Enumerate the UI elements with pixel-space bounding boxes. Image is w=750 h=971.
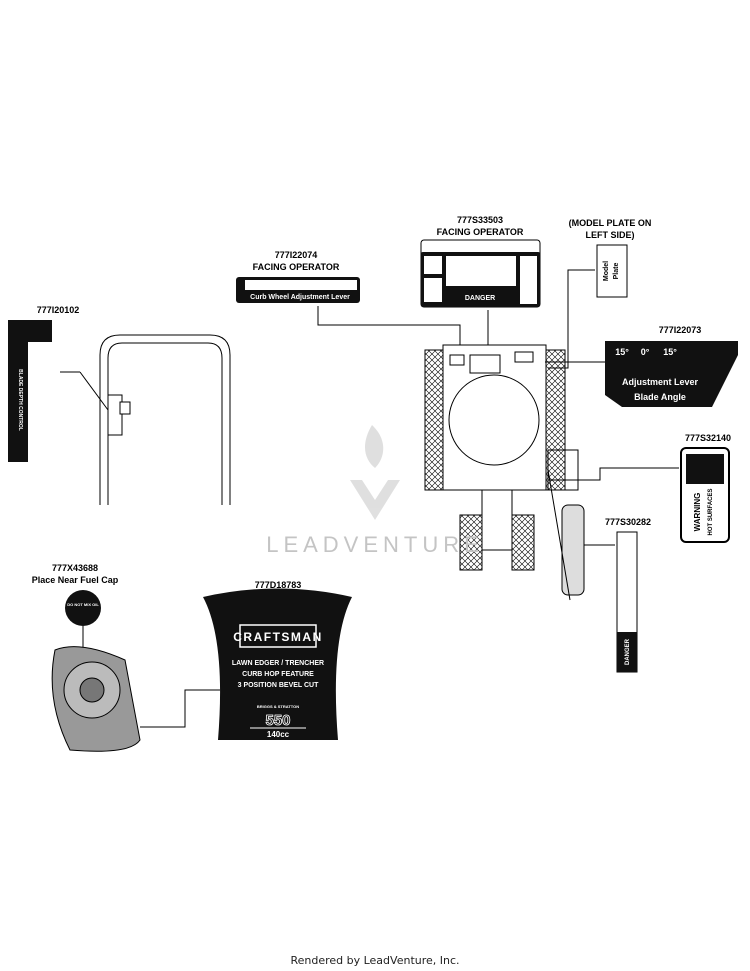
model-plate: Model Plate (596, 244, 628, 298)
svg-text:15°: 15° (615, 347, 629, 357)
svg-text:Blade Angle: Blade Angle (634, 392, 686, 402)
watermark-logo (350, 425, 400, 520)
svg-text:3 POSITION BEVEL CUT: 3 POSITION BEVEL CUT (238, 682, 319, 689)
part-label-depth-control[interactable]: 777I20102 (37, 305, 80, 315)
handle-drawing (99, 334, 231, 505)
side-danger-text: DANGER (625, 638, 631, 665)
svg-text:550: 550 (265, 712, 290, 729)
svg-text:15°: 15° (663, 347, 677, 357)
svg-text:Model: Model (603, 261, 610, 281)
part-label-main-decal[interactable]: 777D18783 (255, 580, 302, 590)
side-danger-decal: DANGER (616, 531, 638, 673)
part-label-model-plate: (MODEL PLATE ON (569, 218, 652, 228)
part-label-fuel-cap[interactable]: 777X43688 (52, 563, 98, 573)
blade-angle-text: Adjustment Lever (622, 377, 699, 387)
depth-control-decal: BLADE DEPTH CONTROL (8, 320, 52, 462)
watermark-text: LEADVENTURE (266, 532, 484, 557)
warning-decal: WARNING HOT SURFACES (680, 447, 730, 543)
part-label-side-danger[interactable]: 777S30282 (605, 517, 651, 527)
craftsman-decal: CRAFTSMAN LAWN EDGER / TRENCHER CURB HOP… (203, 588, 352, 740)
svg-text:Plate: Plate (613, 263, 620, 280)
brand-logo: CRAFTSMAN (233, 630, 323, 644)
blade-angle-decal: 15° 0° 15° Adjustment Lever Blade Angle (605, 341, 738, 407)
depth-control-text: BLADE DEPTH CONTROL (17, 369, 23, 431)
svg-text:HOT SURFACES: HOT SURFACES (708, 488, 714, 535)
machine-drawing (424, 344, 585, 601)
fuel-cap-note: Place Near Fuel Cap (32, 575, 119, 585)
model-plate-note: LEFT SIDE) (586, 230, 635, 240)
curb-wheel-text: Curb Wheel Adjustment Lever (250, 294, 350, 301)
svg-text:140cc: 140cc (267, 730, 290, 739)
svg-text:0°: 0° (641, 347, 650, 357)
part-label-blade-angle[interactable]: 777I22073 (659, 325, 702, 335)
fuel-cap-decal: DO NOT MIX OIL (65, 590, 101, 626)
footer-credit: Rendered by LeadVenture, Inc. (290, 954, 460, 967)
part-label-danger-decal[interactable]: 777S33503 (457, 215, 503, 225)
part-label-curb-wheel[interactable]: 777I22074 (275, 250, 318, 260)
warning-text: WARNING (693, 493, 702, 532)
danger-decal-note: FACING OPERATOR (437, 227, 524, 237)
part-label-warning[interactable]: 777S32140 (685, 433, 731, 443)
engine-drawing (51, 646, 141, 752)
curb-wheel-note: FACING OPERATOR (253, 262, 340, 272)
danger-text: DANGER (465, 295, 495, 302)
danger-decal: DANGER (420, 239, 541, 308)
svg-text:DO NOT MIX OIL: DO NOT MIX OIL (67, 602, 99, 607)
svg-text:CURB HOP FEATURE: CURB HOP FEATURE (242, 671, 314, 678)
curb-wheel-decal: Curb Wheel Adjustment Lever (236, 277, 360, 303)
svg-text:BRIGGS & STRATTON: BRIGGS & STRATTON (257, 704, 299, 709)
svg-text:LAWN EDGER / TRENCHER: LAWN EDGER / TRENCHER (232, 660, 324, 667)
